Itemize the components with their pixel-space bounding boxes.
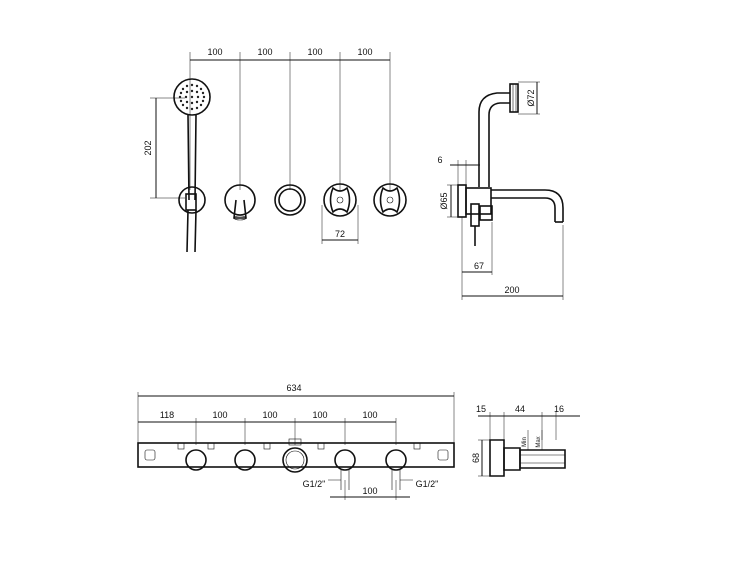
section-height-label: 68	[471, 453, 481, 463]
shower-nozzles	[178, 83, 206, 111]
section-rail	[489, 439, 505, 477]
handle-dim-label: 72	[335, 229, 345, 239]
reach-dim-label: 200	[504, 285, 519, 295]
spout-outlet	[233, 199, 247, 219]
spout-rosette	[224, 184, 256, 216]
section-dim-2: 44	[515, 404, 525, 414]
side-shower-head	[509, 83, 519, 113]
side-spout	[491, 189, 564, 222]
shower-hose	[186, 209, 197, 253]
front-view: 100 100 100 100 202	[143, 47, 407, 253]
min-label: Min	[522, 437, 528, 447]
top-dim-1: 100	[207, 47, 222, 57]
shower-holder	[185, 193, 197, 211]
rough-in-view: 634 118 100 100 100 100	[137, 383, 455, 500]
section-view: 15 44 16 Min Max 68	[471, 404, 580, 477]
spacing-dim-5: 100	[362, 410, 377, 420]
outlet-5	[385, 449, 407, 471]
section-dim-1: 15	[476, 404, 486, 414]
section-body	[519, 449, 566, 469]
spout-front	[224, 184, 256, 221]
cross-handle-right	[373, 183, 407, 217]
connection-left-label: G1/2"	[303, 479, 326, 489]
top-dim-4: 100	[357, 47, 372, 57]
outlet-3	[282, 447, 308, 473]
connection-dim-label: 100	[362, 486, 377, 496]
spacing-dim-1: 118	[160, 410, 174, 420]
top-dim-2: 100	[257, 47, 272, 57]
depth-dim-label: 67	[474, 261, 484, 271]
total-dim-label: 634	[286, 383, 301, 393]
side-knob	[479, 205, 493, 221]
side-view: Ø72 6 Ø65 67 200	[437, 81, 564, 300]
outlet-4	[334, 449, 356, 471]
mounting-rail	[137, 442, 455, 468]
diverter-inner	[278, 188, 302, 212]
diverter-knob	[274, 184, 306, 216]
wall-dim-label: 6	[437, 155, 442, 165]
head-dim-label: Ø72	[526, 89, 536, 106]
connection-right-label: G1/2"	[416, 479, 439, 489]
spacing-dim-4: 100	[312, 410, 327, 420]
riser-pipe	[478, 92, 510, 187]
side-lever	[470, 203, 480, 227]
shower-handle	[187, 114, 197, 201]
shower-head	[173, 78, 211, 116]
spacing-dim-2: 100	[212, 410, 227, 420]
cross-handle-left	[323, 183, 357, 217]
max-label: Max	[536, 436, 542, 447]
outlet-1	[185, 449, 207, 471]
spacing-dim-3: 100	[262, 410, 277, 420]
flange-dim-label: Ø65	[439, 192, 449, 209]
outlet-2	[234, 449, 256, 471]
diverter-outer	[274, 184, 306, 216]
wall-plate	[457, 184, 467, 218]
handshower	[173, 78, 211, 253]
section-dim-3: 16	[554, 404, 564, 414]
top-dim-3: 100	[307, 47, 322, 57]
height-dim-label: 202	[143, 140, 153, 155]
shower-holder-flange	[178, 186, 206, 214]
